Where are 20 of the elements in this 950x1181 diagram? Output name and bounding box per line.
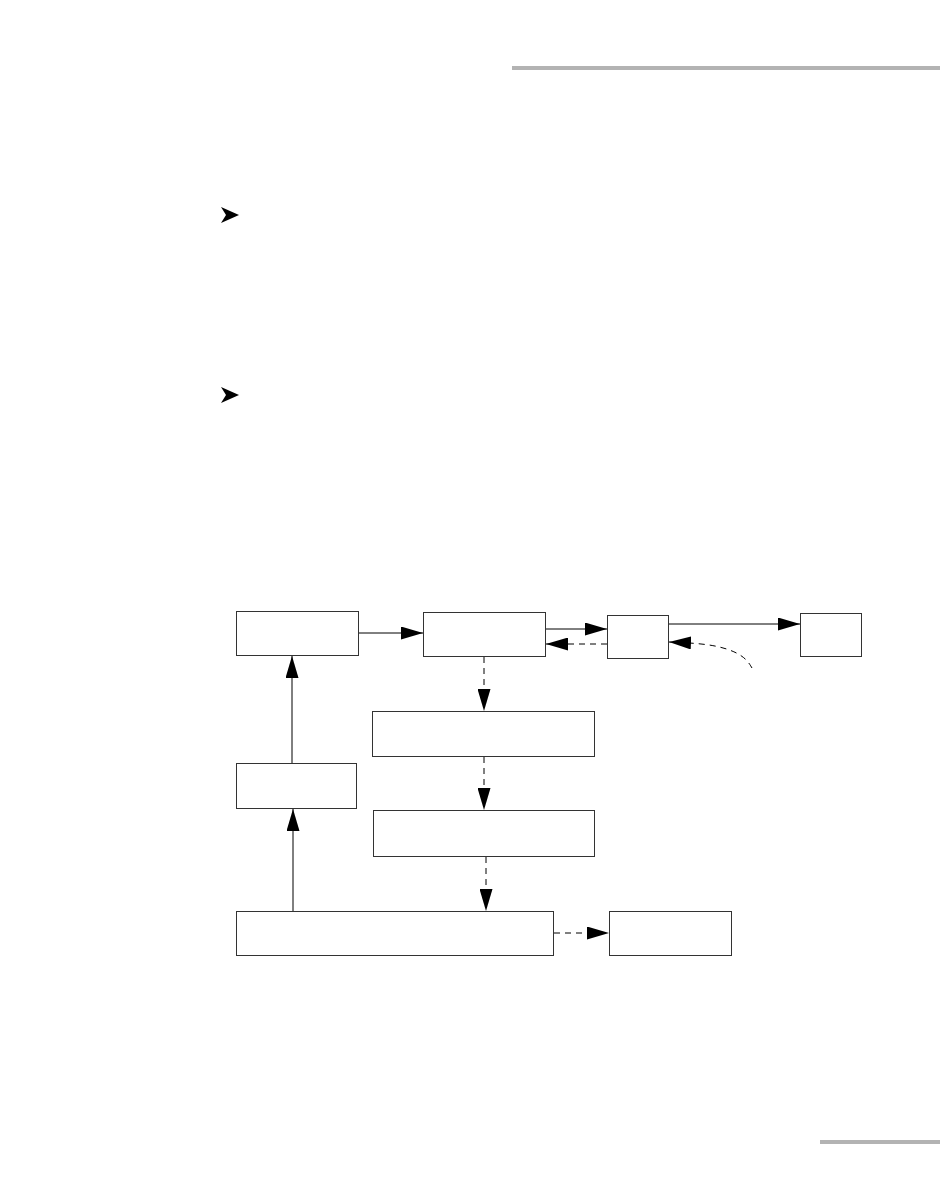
dashed-arrow: [553, 926, 610, 940]
process-box: [800, 613, 862, 657]
process-box: [373, 810, 595, 857]
arrow: [668, 617, 801, 631]
dashed-arrow: [477, 756, 491, 811]
dashed-arrow: [477, 656, 491, 712]
process-box: [236, 763, 357, 809]
process-box: [607, 615, 669, 659]
process-box: [372, 711, 595, 757]
process-box: [236, 911, 554, 956]
arrow: [285, 655, 299, 764]
process-box: [423, 612, 546, 657]
process-box: [236, 611, 359, 656]
arrow: [358, 626, 424, 640]
dashed-arrow: [668, 636, 753, 669]
arrow: [545, 622, 608, 636]
dashed-arrow: [479, 856, 493, 912]
process-box: [609, 911, 732, 956]
dashed-arrow: [545, 637, 608, 651]
arrow: [286, 808, 300, 912]
